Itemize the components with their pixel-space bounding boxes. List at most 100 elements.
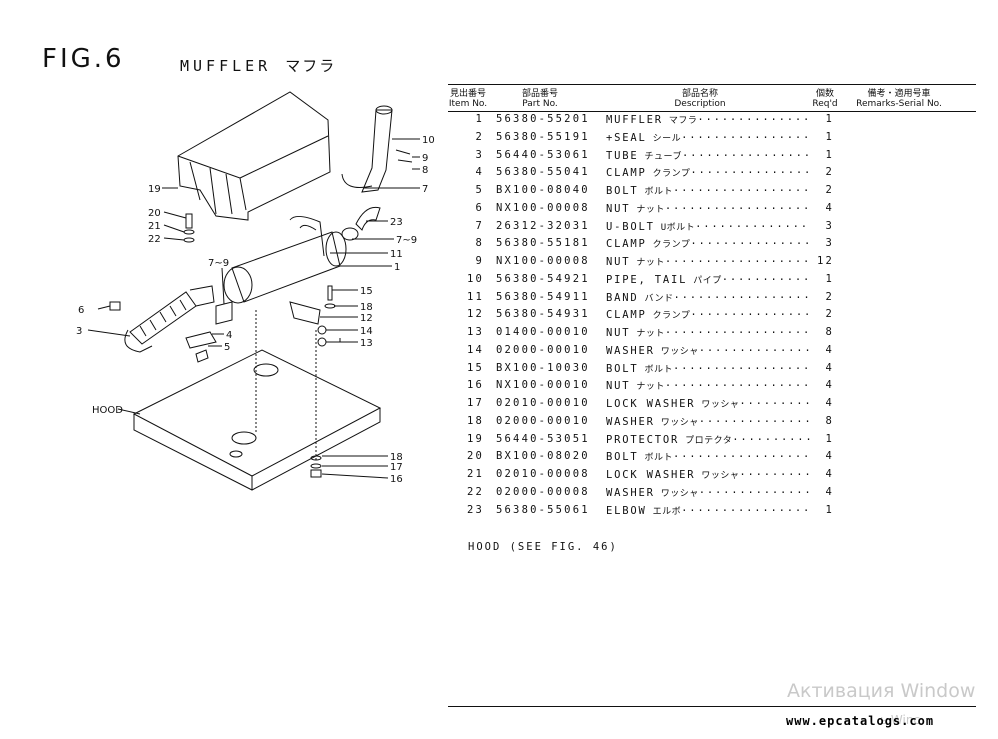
qty: 1 bbox=[825, 148, 834, 161]
callout-18-top: 18 bbox=[360, 302, 373, 313]
description-en: TUBE bbox=[606, 149, 639, 162]
description-jp: プロテクタ bbox=[685, 435, 733, 446]
leader-dots: ··········· bbox=[721, 273, 812, 286]
washer-18-top-shape bbox=[324, 303, 336, 309]
leader-dots: ················· bbox=[673, 451, 812, 464]
description-jp: クランプ bbox=[652, 311, 691, 322]
callout-11: 11 bbox=[390, 249, 403, 260]
activation-watermark: Активация Window bbox=[787, 680, 976, 702]
leader-dots: ················· bbox=[673, 291, 812, 304]
part-no: 56380-54931 bbox=[496, 308, 590, 321]
part-no: 02000-00010 bbox=[496, 343, 590, 356]
description-jp: ワッシャ bbox=[660, 346, 699, 357]
leader-dots: ··············· bbox=[690, 238, 813, 251]
description-jp: チューブ bbox=[644, 151, 682, 162]
description-en: CLAMP bbox=[606, 167, 647, 180]
description-jp: シール bbox=[652, 133, 682, 144]
description-jp: ワッシャ bbox=[701, 471, 740, 481]
description-jp: ボルト bbox=[644, 364, 674, 375]
part-no: NX100-00010 bbox=[496, 379, 590, 392]
description-en: MUFFLER bbox=[606, 114, 663, 126]
description-jp: クランプ bbox=[652, 240, 691, 251]
part-no: 02010-00008 bbox=[496, 468, 590, 480]
part-no: 56440-53061 bbox=[496, 148, 590, 161]
item-no: 14 bbox=[466, 343, 484, 356]
site-url[interactable]: www.epcatalogs.com bbox=[786, 714, 935, 728]
item-no: 1 bbox=[475, 113, 484, 125]
leader-dots: ········· bbox=[739, 398, 813, 410]
clamp-7-9-shape bbox=[215, 301, 233, 325]
table-header-rule bbox=[448, 111, 976, 112]
leader-dots: ················· bbox=[673, 185, 812, 197]
qty: 3 bbox=[825, 237, 834, 250]
qty: 4 bbox=[825, 485, 834, 498]
description-en: ELBOW bbox=[606, 504, 647, 517]
callout-10: 10 bbox=[422, 135, 435, 146]
part-no: 56380-55041 bbox=[496, 166, 590, 179]
elbow-shape bbox=[341, 206, 381, 241]
description-en: BOLT bbox=[606, 362, 639, 375]
description-jp: エルボ bbox=[652, 506, 682, 517]
figure-title: FIG.6 bbox=[42, 44, 125, 74]
item-no: 18 bbox=[466, 414, 484, 427]
qty: 2 bbox=[825, 290, 834, 303]
clamp-12-shape bbox=[289, 301, 321, 325]
description-jp: バンド bbox=[644, 293, 674, 304]
part-no: 02000-00010 bbox=[496, 414, 590, 427]
washer-22-shape bbox=[183, 237, 195, 243]
leader-lines bbox=[87, 138, 420, 479]
description-jp: ナット bbox=[636, 204, 665, 215]
description-en: +SEAL bbox=[606, 131, 647, 144]
leader-dots: ·················· bbox=[664, 380, 812, 393]
item-no: 4 bbox=[475, 166, 484, 179]
item-no: 3 bbox=[475, 148, 484, 161]
callout-22: 22 bbox=[148, 234, 161, 245]
callout-12: 12 bbox=[360, 313, 373, 324]
table-top-rule bbox=[448, 84, 976, 85]
callout-23: 23 bbox=[390, 217, 403, 228]
callout-21: 21 bbox=[148, 221, 161, 232]
callout-18-bottom: 18 bbox=[390, 452, 403, 463]
bolt-5-shape bbox=[195, 349, 209, 363]
hood-note: HOOD (SEE FIG. 46) bbox=[468, 541, 618, 553]
leader-dots: ··············· bbox=[690, 309, 813, 322]
item-no: 15 bbox=[466, 361, 484, 374]
washer-21-shape bbox=[183, 229, 195, 235]
item-no: 5 bbox=[475, 184, 484, 196]
item-no: 11 bbox=[466, 290, 484, 303]
part-no: 26312-32031 bbox=[496, 219, 590, 232]
part-no: 02000-00008 bbox=[496, 485, 590, 498]
part-no: NX100-00008 bbox=[496, 201, 590, 214]
nut-6-shape bbox=[109, 301, 121, 311]
qty: 8 bbox=[825, 326, 834, 338]
description-jp: ボルト bbox=[644, 187, 674, 197]
